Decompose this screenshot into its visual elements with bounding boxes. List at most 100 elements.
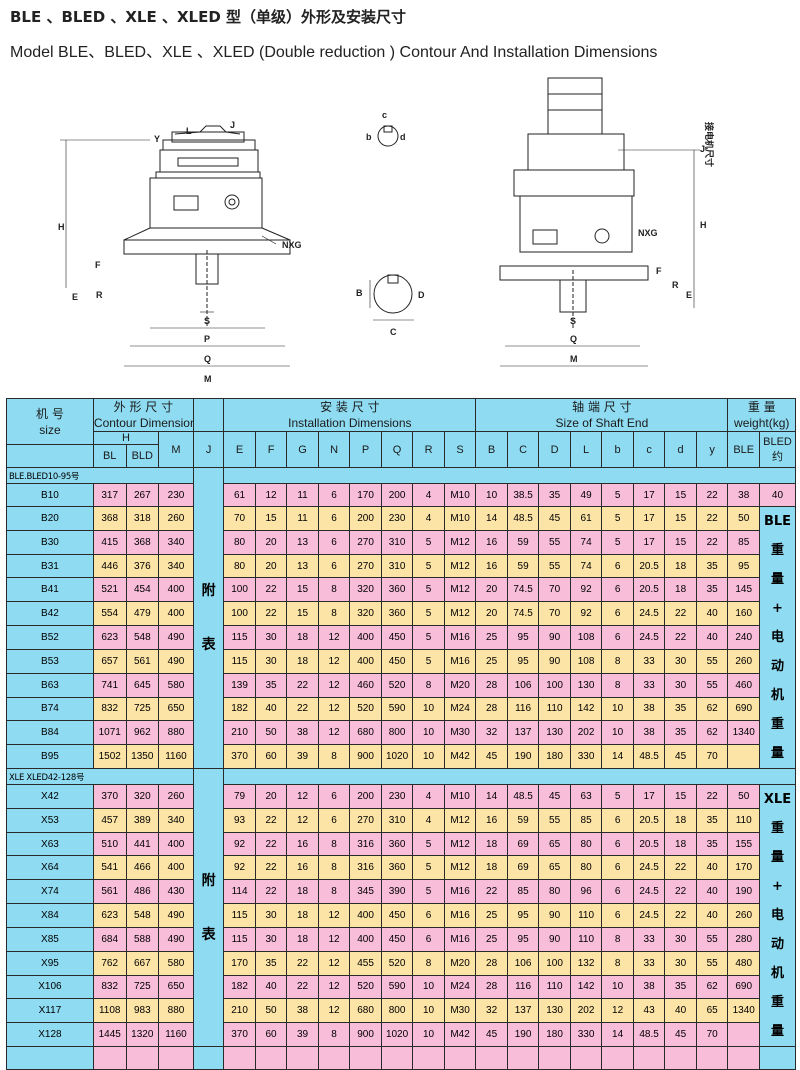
table-cell: 8	[412, 672, 445, 698]
table-cell: 17	[632, 529, 666, 555]
table-cell: 22	[286, 974, 319, 1000]
table-cell: 6	[601, 553, 634, 579]
j-note-cell: 附表	[192, 768, 225, 1047]
header-col-BLE: BLE	[727, 431, 760, 468]
table-cell: 40	[758, 483, 797, 507]
header-col-S: S	[443, 431, 477, 468]
table-cell: 55	[695, 926, 729, 952]
table-cell: 10	[412, 1022, 445, 1047]
table-cell: 30	[664, 950, 697, 976]
table-cell: M12	[443, 553, 477, 579]
table-cell: 6	[317, 483, 351, 507]
header-col-G: G	[286, 431, 319, 468]
table-cell: 260	[158, 506, 194, 531]
table-cell: 15	[254, 506, 288, 531]
table-cell: 1071	[92, 720, 127, 746]
left-cycloid-housing	[159, 149, 259, 173]
table-cell: 1108	[92, 998, 127, 1024]
table-cell: 55	[538, 807, 571, 833]
table-cell: 20.5	[632, 553, 666, 579]
table-cell	[443, 1046, 477, 1070]
table-cell: 48.5	[506, 506, 540, 531]
table-cell: 340	[158, 529, 194, 555]
table-cell	[125, 1046, 160, 1070]
table-cell: 28	[475, 950, 508, 976]
table-cell	[727, 1022, 760, 1047]
left-reducer-drawing	[60, 125, 291, 367]
table-cell: 137	[506, 720, 540, 746]
table-cell: 280	[727, 926, 760, 952]
model-cell: B52	[6, 625, 94, 650]
table-cell: 210	[223, 998, 256, 1024]
table-cell: 12	[286, 784, 319, 809]
table-cell: 130	[538, 998, 571, 1024]
table-cell: 240	[727, 625, 760, 650]
shaft-labels: c b d B D C	[356, 110, 425, 337]
table-cell: M20	[443, 950, 477, 976]
table-cell: 446	[92, 553, 127, 579]
table-cell: 983	[125, 998, 160, 1024]
table-cell: 24.5	[632, 601, 666, 627]
table-cell: 38	[286, 998, 319, 1024]
table-cell: 38	[632, 696, 666, 722]
table-cell: 22	[254, 831, 288, 857]
header-h: H	[92, 431, 160, 445]
table-cell: 200	[349, 784, 382, 809]
table-cell: 1020	[380, 1022, 414, 1047]
table-cell: 13	[286, 529, 319, 555]
table-cell: 18	[286, 648, 319, 674]
table-cell: 90	[538, 926, 571, 952]
table-cell: 38	[632, 974, 666, 1000]
table-cell: 490	[158, 903, 194, 928]
table-cell	[695, 1046, 729, 1070]
table-cell: 12	[317, 998, 351, 1024]
table-cell: 18	[475, 855, 508, 881]
table-cell: 520	[349, 974, 382, 1000]
table-cell: 22	[664, 903, 697, 928]
table-cell: 22	[664, 855, 697, 881]
table-cell: 317	[92, 483, 127, 507]
svg-text:C: C	[390, 327, 397, 337]
table-cell: 548	[125, 903, 160, 928]
table-cell: 8	[601, 950, 634, 976]
table-cell: 400	[158, 601, 194, 627]
table-cell: M12	[443, 807, 477, 833]
table-cell: 69	[506, 831, 540, 857]
table-cell: 95	[506, 625, 540, 650]
table-cell: M16	[443, 926, 477, 952]
table-cell: 40	[664, 998, 697, 1024]
table-cell: 55	[695, 950, 729, 976]
table-cell: 962	[125, 720, 160, 746]
left-drawing-labels: H F E R Y L J NXG S P Q M	[58, 120, 302, 384]
svg-text:E: E	[72, 292, 78, 302]
table-cell: 900	[349, 1022, 382, 1047]
table-cell: 6	[412, 903, 445, 928]
table-cell: 15	[664, 529, 697, 555]
table-cell: 100	[538, 672, 571, 698]
table-cell: 115	[223, 903, 256, 928]
model-cell: X84	[6, 903, 94, 928]
table-cell: 110	[538, 974, 571, 1000]
table-cell: 35	[664, 720, 697, 746]
table-cell: 400	[158, 577, 194, 603]
table-cell: 28	[475, 672, 508, 698]
header-col-b: b	[601, 431, 634, 468]
table-cell: 180	[538, 744, 571, 769]
table-cell: 18	[664, 807, 697, 833]
table-cell	[223, 1046, 256, 1070]
table-cell: 12	[317, 903, 351, 928]
table-cell: 455	[349, 950, 382, 976]
table-cell: 8	[317, 831, 351, 857]
table-cell: 45	[664, 744, 697, 769]
table-cell: M16	[443, 879, 477, 905]
table-cell: 832	[92, 974, 127, 1000]
model-cell: B42	[6, 601, 94, 627]
header-col-d: d	[664, 431, 697, 468]
table-cell: 80	[538, 879, 571, 905]
table-cell: M16	[443, 648, 477, 674]
table-cell	[727, 1046, 760, 1070]
svg-text:d: d	[400, 132, 406, 142]
